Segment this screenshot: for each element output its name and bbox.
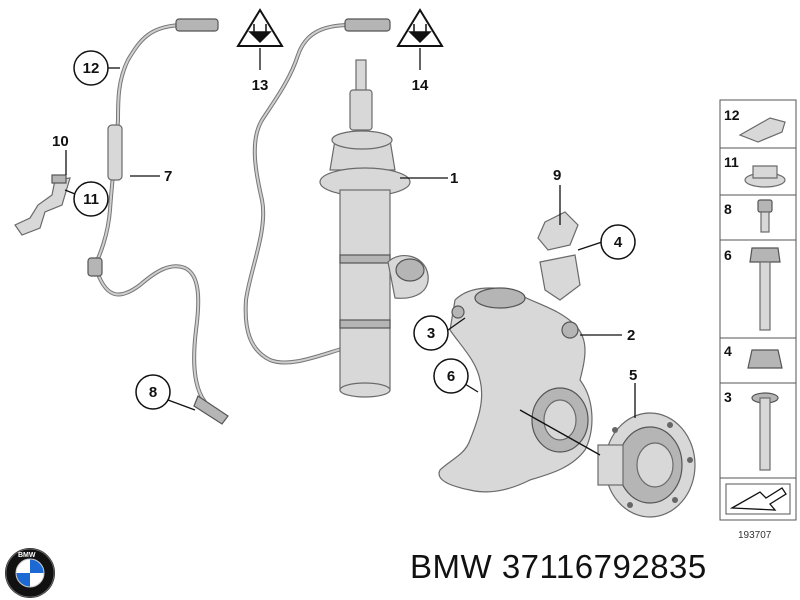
svg-text:7: 7 xyxy=(164,168,172,185)
svg-text:14: 14 xyxy=(412,77,429,94)
callout-12: 12 xyxy=(73,50,109,86)
orientation-arrow-icon xyxy=(725,483,791,515)
sensor-cable-left xyxy=(87,18,229,425)
svg-text:BMW: BMW xyxy=(18,552,36,559)
cable-bracket xyxy=(537,211,581,301)
callout-7: 7 xyxy=(164,168,172,185)
sensor-cable-right xyxy=(243,18,391,365)
callout-8: 8 xyxy=(135,374,171,410)
svg-text:11: 11 xyxy=(724,154,739,170)
svg-text:8: 8 xyxy=(724,201,732,217)
svg-text:12: 12 xyxy=(724,107,740,123)
svg-text:9: 9 xyxy=(553,167,561,184)
strut-assembly xyxy=(319,59,429,398)
callout-11: 11 xyxy=(73,181,109,217)
legend-item-11: 11 xyxy=(724,154,786,188)
callout-2: 2 xyxy=(627,327,635,344)
svg-text:11: 11 xyxy=(83,191,99,208)
leader-lines xyxy=(64,48,636,456)
wheel-hub xyxy=(597,412,696,518)
svg-text:10: 10 xyxy=(52,133,69,150)
bmw-logo: BMW xyxy=(5,548,55,598)
warning-triangle-14 xyxy=(396,8,444,47)
callout-3: 3 xyxy=(413,315,449,351)
legend-item-4: 4 xyxy=(724,343,783,369)
svg-text:6: 6 xyxy=(724,247,732,263)
legend-item-12: 12 xyxy=(724,107,786,143)
steering-knuckle xyxy=(438,287,593,493)
callout-6: 6 xyxy=(433,358,469,394)
svg-text:12: 12 xyxy=(83,60,100,77)
callout-4: 4 xyxy=(600,224,636,260)
diagram-code: 193707 xyxy=(738,530,772,541)
svg-text:3: 3 xyxy=(427,325,435,342)
legend-item-3: 3 xyxy=(724,389,779,471)
svg-text:5: 5 xyxy=(629,367,637,384)
svg-text:8: 8 xyxy=(149,384,157,401)
svg-text:4: 4 xyxy=(614,234,623,251)
brand-part-number: BMW 37116792835 xyxy=(410,548,707,585)
legend-item-6: 6 xyxy=(724,247,781,331)
svg-text:3: 3 xyxy=(724,389,732,405)
callout-10: 10 xyxy=(52,133,69,150)
svg-text:13: 13 xyxy=(252,77,269,94)
svg-text:1: 1 xyxy=(450,170,458,187)
svg-text:4: 4 xyxy=(724,343,732,359)
svg-text:6: 6 xyxy=(447,368,455,385)
fastener-legend: 12 11 8 6 4 3 xyxy=(719,99,797,521)
callout-5: 5 xyxy=(629,367,637,384)
sensor-bracket xyxy=(14,174,71,236)
callout-1: 1 xyxy=(450,170,458,187)
callout-9: 9 xyxy=(553,167,561,184)
callout-14: 14 xyxy=(412,77,429,94)
callout-13: 13 xyxy=(252,77,269,94)
svg-text:2: 2 xyxy=(627,327,635,344)
legend-item-8: 8 xyxy=(724,199,773,233)
warning-triangle-13 xyxy=(236,8,284,47)
